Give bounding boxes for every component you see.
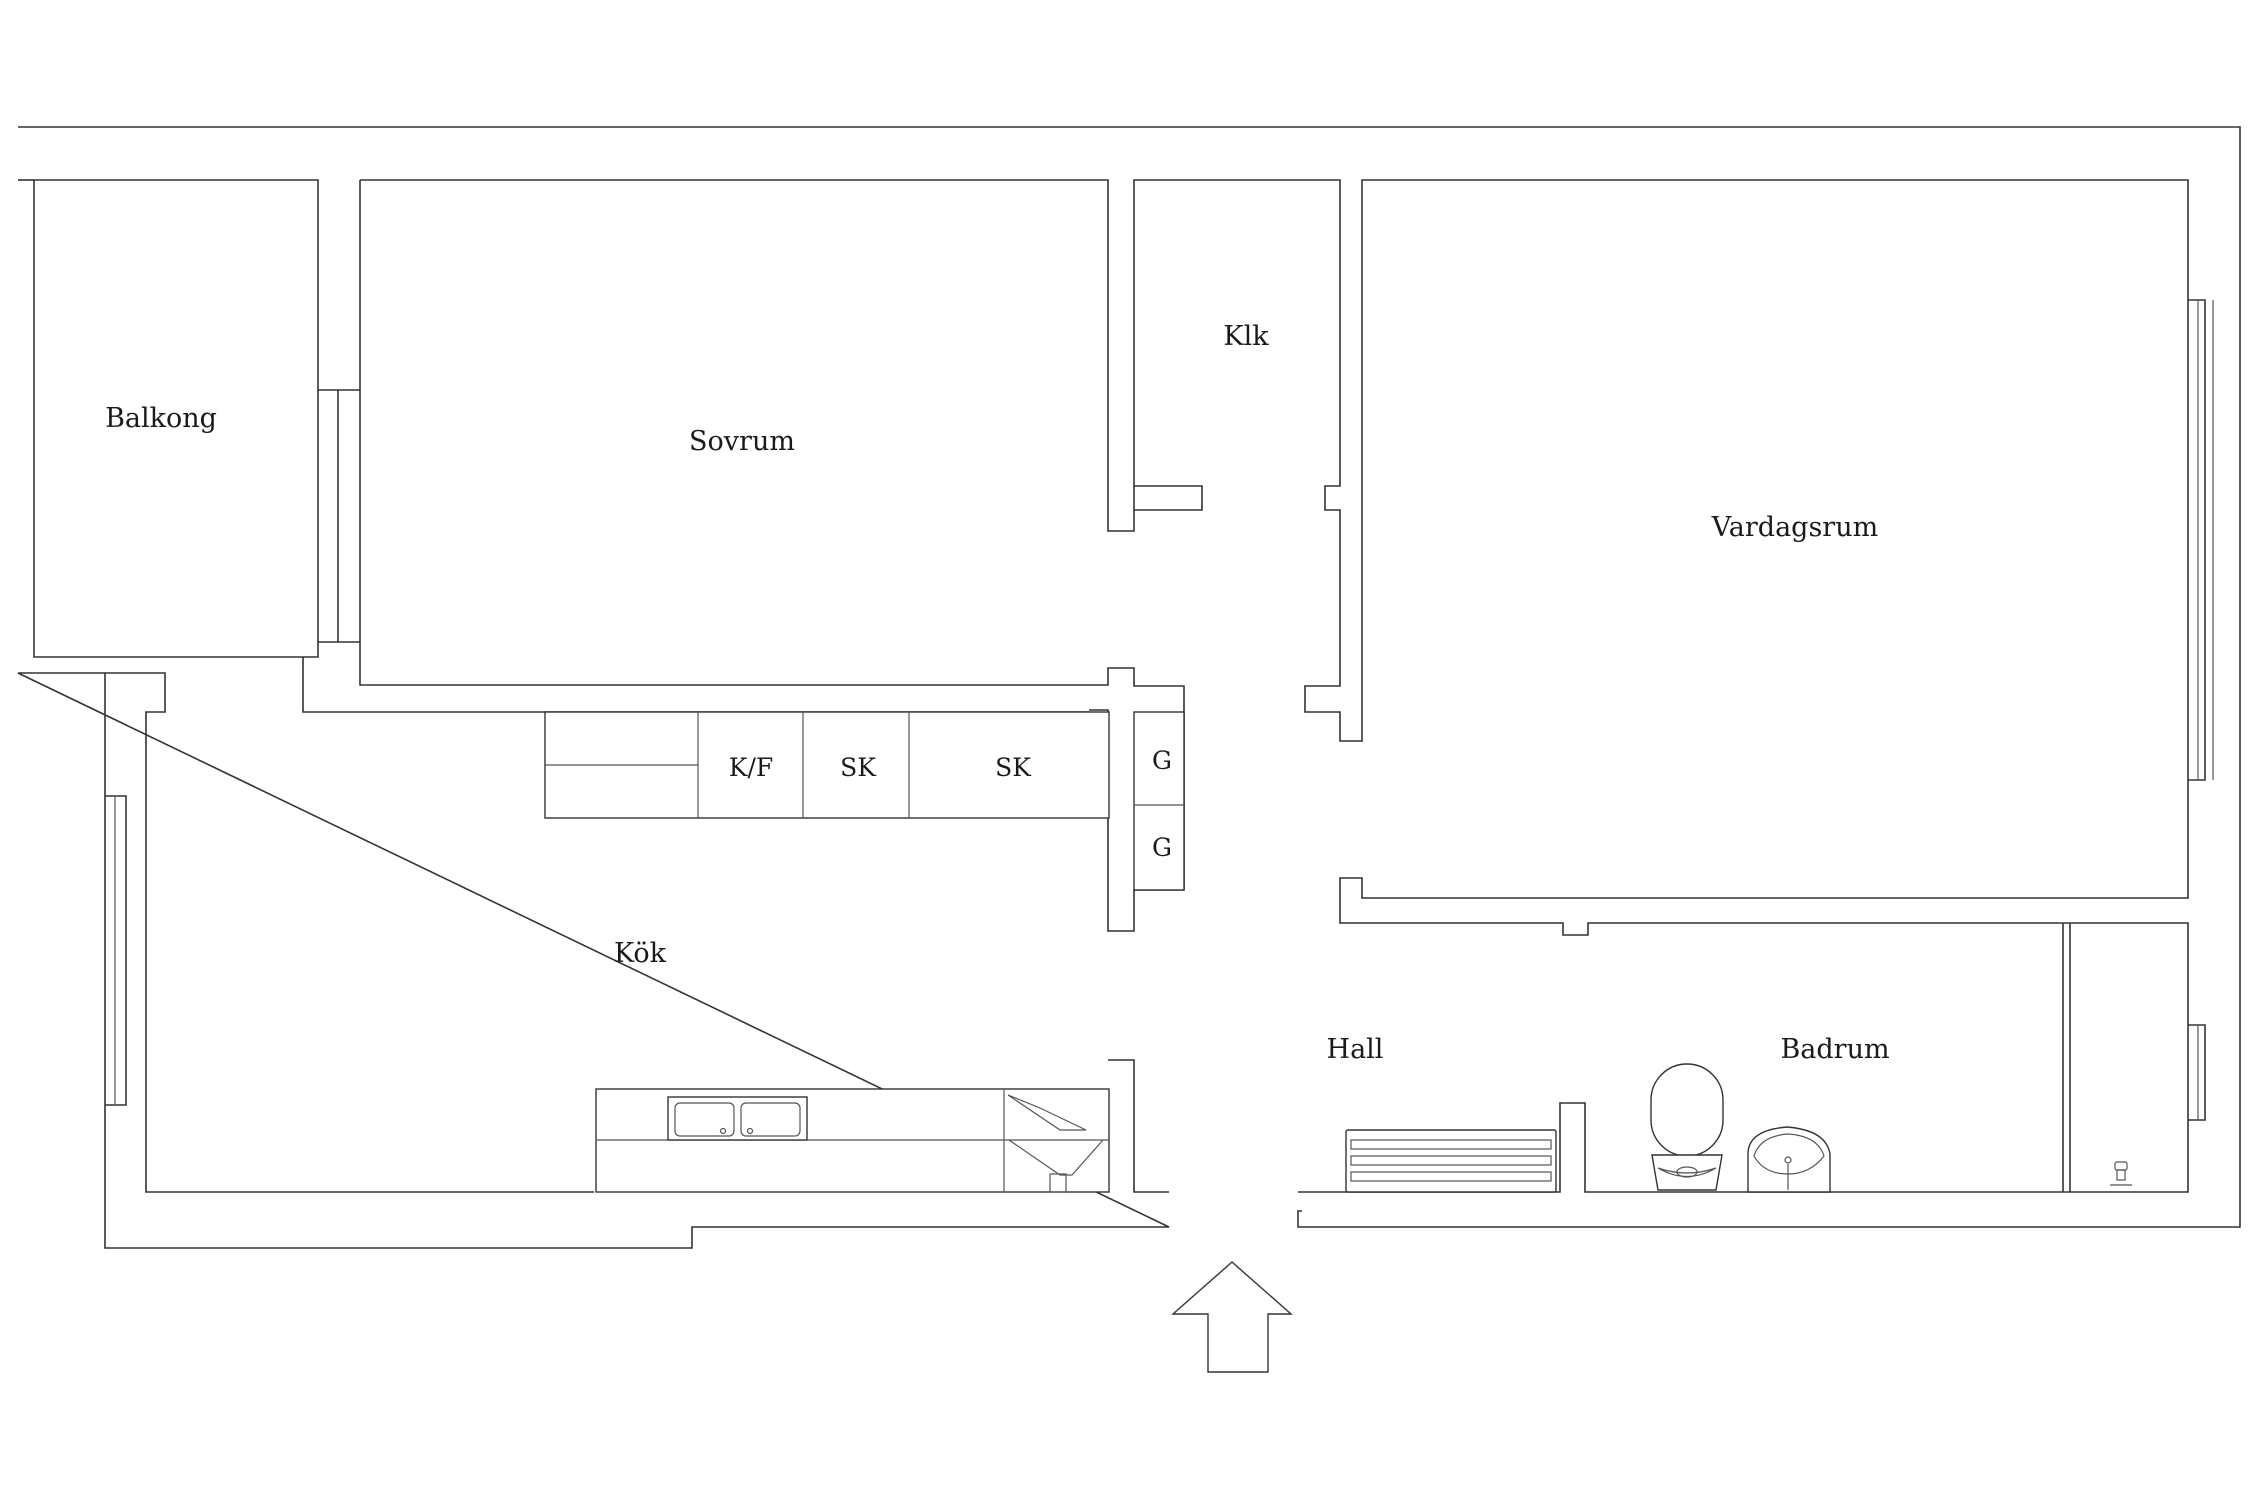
room-label-sovrum: Sovrum — [689, 426, 795, 457]
outer-walls — [17, 126, 2241, 1249]
stove-hood-icon — [1007, 1094, 1104, 1193]
upper-counter — [544, 711, 1110, 819]
entrance-arrow-icon — [1171, 1261, 1293, 1373]
room-label-klk: Klk — [1223, 321, 1269, 352]
fixture-label-wardrobe-2: G — [1152, 833, 1172, 862]
wardrobe — [1133, 711, 1185, 891]
wall-bath — [2062, 299, 2206, 1192]
room-label-kok: Kök — [614, 938, 667, 969]
fixture-label-fridge: K/F — [729, 753, 773, 782]
tap-icon — [2110, 1161, 2132, 1186]
wall-sovrum-inner — [359, 180, 1185, 932]
fixture-label-wardrobe-1: G — [1152, 746, 1172, 775]
wall-sovrum — [360, 179, 2189, 1193]
washbasin-icon — [1747, 1126, 1831, 1193]
window-right — [2197, 300, 2214, 1120]
kitchen-sink-icon — [667, 1096, 808, 1141]
toilet-icon — [1650, 1063, 1724, 1191]
fixture-label-cabinet-2: SK — [995, 753, 1032, 782]
room-label-badrum: Badrum — [1780, 1034, 1889, 1065]
room-label-vardagsrum: Vardagsrum — [1711, 512, 1878, 543]
room-label-hall: Hall — [1327, 1034, 1384, 1065]
wall-balcony-door — [302, 389, 1089, 713]
room-label-balkong: Balkong — [105, 403, 217, 434]
fixture-label-cabinet-1: SK — [840, 753, 877, 782]
radiator-icon — [1345, 1129, 1557, 1193]
